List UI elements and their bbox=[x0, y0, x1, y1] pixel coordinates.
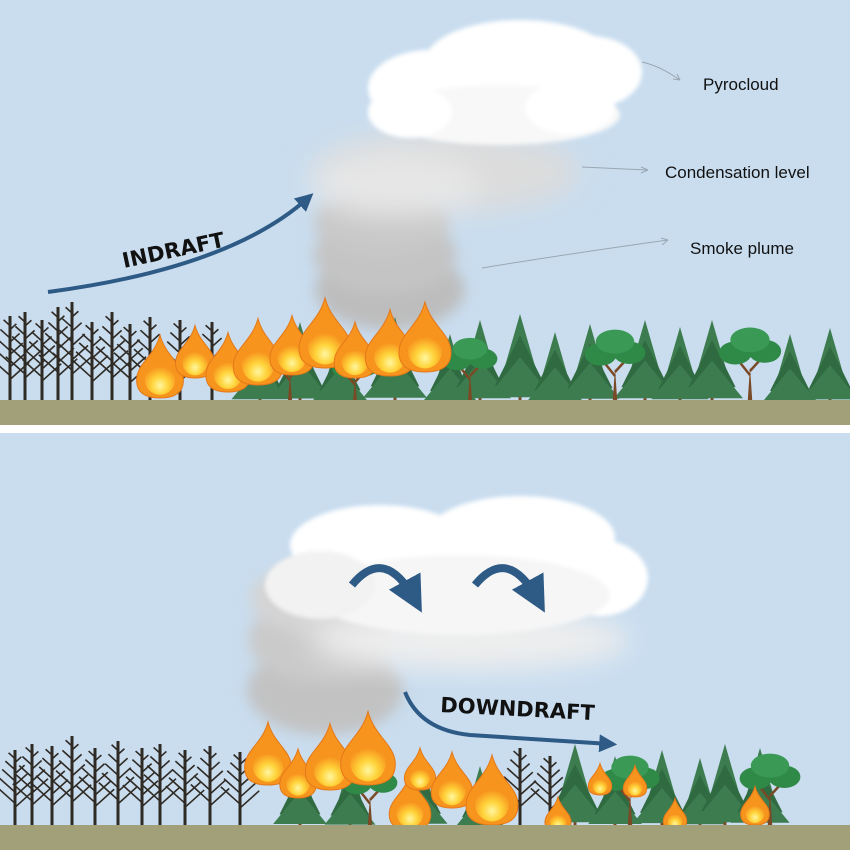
dead-tree-icon bbox=[0, 316, 30, 412]
flame-icon bbox=[136, 333, 184, 399]
flame-icon bbox=[388, 772, 432, 831]
conifer-tree-icon bbox=[763, 334, 817, 412]
flame-icon bbox=[398, 300, 452, 373]
panel-divider bbox=[0, 425, 850, 433]
flame-icon bbox=[174, 323, 216, 379]
leader-lines bbox=[481, 61, 681, 269]
flame-icon bbox=[622, 763, 648, 798]
dead-tree-icon bbox=[122, 748, 162, 836]
condensation-level-icon bbox=[310, 130, 580, 217]
pyrocloud-icon bbox=[368, 20, 642, 145]
pyrocloud-bottom-icon bbox=[265, 496, 648, 670]
fire-front-top bbox=[136, 296, 452, 399]
condensation-level-label: Condensation level bbox=[665, 163, 810, 182]
downdraft-circulation-arrows bbox=[348, 564, 545, 613]
circulation-arrow-right-icon bbox=[471, 564, 545, 613]
dead-tree-icon bbox=[140, 744, 180, 836]
indraft-arrow-icon bbox=[47, 193, 314, 294]
broadleaf-tree-icon bbox=[584, 329, 646, 412]
dead-tree-icon bbox=[52, 302, 92, 412]
forest-top bbox=[0, 302, 850, 412]
dead-tree-icon bbox=[165, 750, 205, 836]
downdraft-arrow-icon bbox=[403, 691, 618, 753]
smoke-plume-label: Smoke plume bbox=[690, 239, 794, 258]
flame-icon bbox=[244, 720, 292, 786]
dead-tree-icon bbox=[220, 752, 260, 836]
dead-tree-icon bbox=[75, 748, 115, 836]
fire-front-bottom bbox=[244, 709, 770, 833]
dead-tree-icon bbox=[98, 741, 138, 836]
conifer-tree-icon bbox=[801, 328, 850, 412]
dead-tree-icon bbox=[92, 312, 132, 412]
flame-icon bbox=[279, 747, 317, 799]
ground-bottom bbox=[0, 825, 850, 850]
flame-icon bbox=[340, 709, 396, 786]
dead-tree-icon bbox=[52, 736, 92, 836]
dead-tree-icon bbox=[72, 322, 112, 412]
flame-icon bbox=[403, 746, 437, 791]
dead-tree-icon bbox=[12, 744, 52, 836]
flame-icon bbox=[740, 784, 770, 826]
circulation-arrow-left-icon bbox=[348, 564, 422, 613]
ground-top bbox=[0, 400, 850, 425]
flame-icon bbox=[430, 750, 474, 809]
pyrocloud-label: Pyrocloud bbox=[703, 75, 779, 94]
conifer-tree-icon bbox=[681, 320, 743, 412]
flame-icon bbox=[587, 761, 613, 796]
